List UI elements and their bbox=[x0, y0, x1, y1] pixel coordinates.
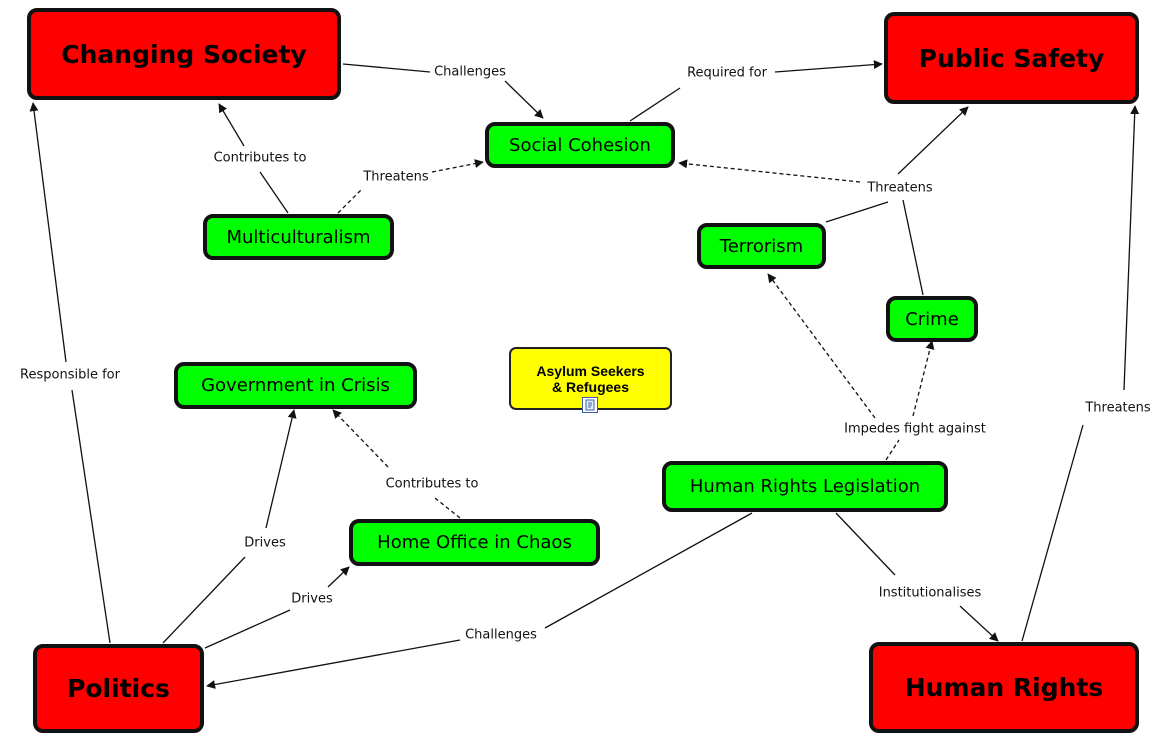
link-contributes-homeoffice-arrow bbox=[332, 409, 389, 468]
link-label-responsible-for: Responsible for bbox=[18, 367, 122, 383]
link-threatens-multi bbox=[337, 188, 363, 214]
link-required-for-right bbox=[774, 60, 883, 73]
asylum-label-line1: Asylum Seekers bbox=[536, 362, 645, 379]
concept-social-cohesion[interactable]: Social Cohesion bbox=[485, 122, 675, 168]
concept-politics[interactable]: Politics bbox=[33, 644, 204, 733]
concept-terrorism[interactable]: Terrorism bbox=[697, 223, 826, 269]
link-institutionalises bbox=[835, 512, 896, 576]
link-label-institutionalises: Institutionalises bbox=[876, 585, 984, 601]
link-challenges-hrl-politics-lower bbox=[206, 639, 461, 689]
link-contributes-multi-society-arrow bbox=[218, 103, 245, 147]
concept-home-office-in-chaos[interactable]: Home Office in Chaos bbox=[349, 519, 600, 566]
link-threatens-hr-upper bbox=[1123, 105, 1140, 391]
link-challenges-hrl-politics-upper bbox=[544, 512, 753, 629]
link-challenges-society-cohesion-arrow bbox=[504, 80, 544, 119]
concept-changing-society[interactable]: Changing Society bbox=[27, 8, 341, 100]
concept-government-in-crisis[interactable]: Government in Crisis bbox=[174, 362, 417, 409]
link-drives-homeoffice-arrow bbox=[327, 566, 350, 588]
concept-crime[interactable]: Crime bbox=[886, 296, 978, 342]
concept-human-rights-legislation[interactable]: Human Rights Legislation bbox=[662, 461, 948, 512]
link-terrorism-hub bbox=[825, 201, 889, 223]
link-label-threatens: Threatens bbox=[1083, 400, 1153, 416]
link-label-drives: Drives bbox=[242, 535, 288, 551]
link-challenges-society-cohesion bbox=[342, 63, 431, 73]
link-label-challenges: Challenges bbox=[463, 627, 539, 643]
concept-multiculturalism[interactable]: Multiculturalism bbox=[203, 214, 394, 260]
link-contributes-homeoffice bbox=[434, 497, 461, 519]
concept-human-rights[interactable]: Human Rights bbox=[869, 642, 1139, 733]
link-label-drives: Drives bbox=[289, 591, 335, 607]
link-drives-gov bbox=[162, 556, 246, 644]
link-threatens-multi-arrow bbox=[431, 159, 484, 173]
link-contributes-multi-society bbox=[259, 171, 289, 214]
link-responsible-lower bbox=[71, 389, 111, 644]
asylum-label-line2: & Refugees bbox=[551, 378, 630, 395]
link-label-threatens: Threatens bbox=[361, 169, 431, 185]
link-label-required-for: Required for bbox=[685, 65, 769, 81]
link-threatens-hr-lower bbox=[1021, 424, 1084, 642]
link-impedes-terrorism bbox=[767, 273, 876, 419]
link-label-contributes-to: Contributes to bbox=[211, 150, 309, 166]
link-threatens-cohesion bbox=[678, 159, 861, 183]
link-drives-homeoffice bbox=[204, 609, 291, 649]
link-label-challenges: Challenges bbox=[432, 64, 508, 80]
document-icon-glyph bbox=[585, 399, 595, 411]
link-required-for-left bbox=[629, 87, 681, 122]
link-hub-public-safety bbox=[897, 106, 969, 175]
link-impedes-crime bbox=[912, 340, 935, 417]
link-label-threatens: Threatens bbox=[865, 180, 935, 196]
link-crime-hub bbox=[902, 199, 924, 296]
link-label-impedes-fight-against: Impedes fight against bbox=[842, 421, 988, 437]
link-drives-gov-arrow bbox=[265, 409, 297, 529]
link-institutionalises-arrow bbox=[959, 605, 999, 642]
concept-public-safety[interactable]: Public Safety bbox=[884, 12, 1139, 104]
link-label-contributes-to: Contributes to bbox=[383, 476, 481, 492]
link-impedes-from-hrl bbox=[885, 439, 900, 461]
link-responsible-upper bbox=[29, 102, 67, 363]
concept-asylum-seekers-refugees[interactable]: Asylum Seekers & Refugees bbox=[509, 347, 672, 413]
document-icon[interactable] bbox=[582, 397, 598, 413]
